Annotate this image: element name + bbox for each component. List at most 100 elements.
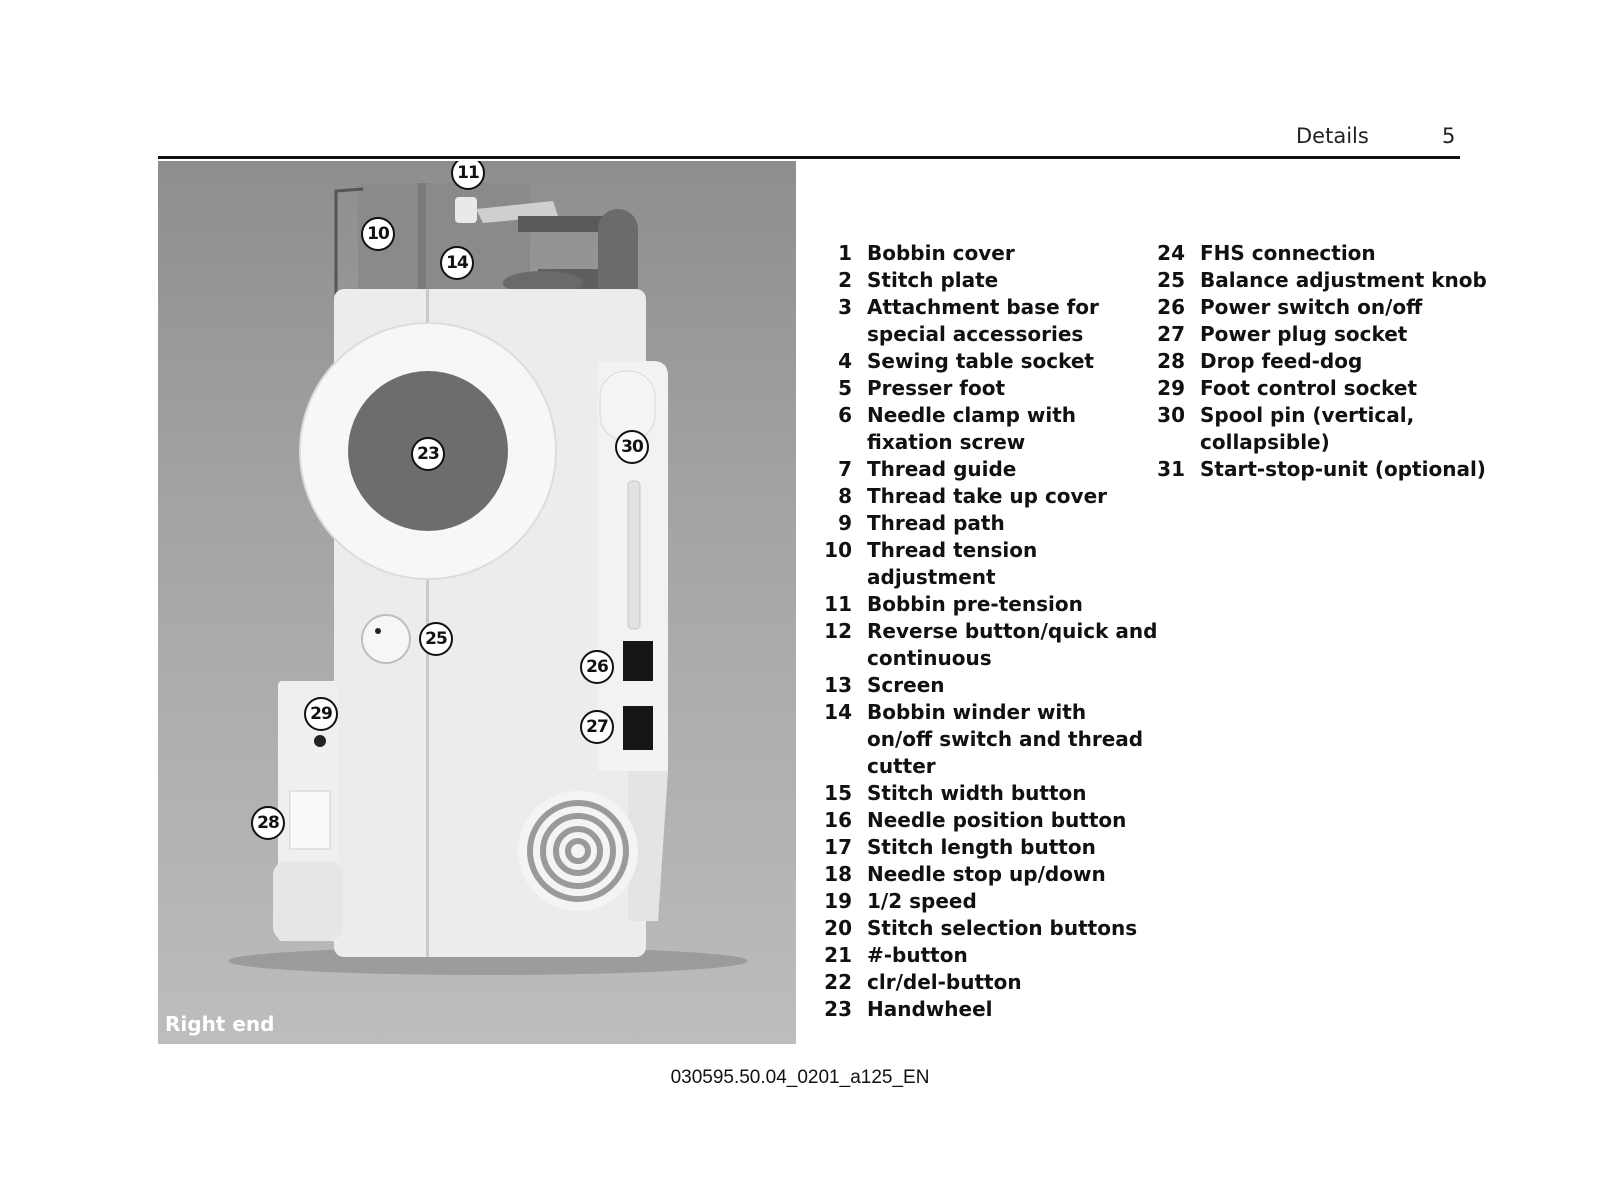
legend-number: 17 [824, 835, 852, 859]
legend-text: clr/del-button [867, 970, 1022, 994]
legend-text: Power plug socket [1200, 322, 1408, 346]
callout-10: 10 [361, 217, 395, 251]
legend-number: 27 [1157, 322, 1185, 346]
callout-27: 27 [580, 710, 614, 744]
legend-text: Bobbin winder with on/off switch and thr… [867, 700, 1144, 778]
legend-item: 21#-button [813, 942, 1157, 969]
callout-30: 30 [615, 430, 649, 464]
legend-text: Drop feed-dog [1200, 349, 1363, 373]
legend-text: Stitch selection buttons [867, 916, 1138, 940]
legend-text: Presser foot [867, 376, 1006, 400]
legend-text: Thread tension adjustment [867, 538, 1038, 589]
legend-item: 22 clr/del-button [813, 969, 1157, 996]
legend-number: 1 [838, 241, 852, 265]
legend-text: Needle position button [867, 808, 1127, 832]
legend-number: 31 [1157, 457, 1185, 481]
legend-number: 16 [824, 808, 852, 832]
legend-number: 29 [1157, 376, 1185, 400]
legend-item: 15 Stitch width button [813, 780, 1157, 807]
legend-item: 4 Sewing table socket [813, 348, 1157, 375]
callout-26: 26 [580, 650, 614, 684]
legend-item: 29 Foot control socket [1146, 375, 1487, 402]
legend-text: Attachment base for special accessories [867, 295, 1099, 346]
legend-number: 11 [824, 592, 852, 616]
legend-number: 23 [824, 997, 852, 1021]
legend-number: 3 [838, 295, 852, 319]
legend-number: 12 [824, 619, 852, 643]
legend-number: 7 [838, 457, 852, 481]
header-rule [158, 156, 1460, 159]
legend-number: 14 [824, 700, 852, 724]
legend-number: 22 [824, 970, 852, 994]
legend-text: Reverse button/quick and continuous [867, 619, 1158, 670]
legend-item: 23 Handwheel [813, 996, 1157, 1023]
legend-number: 5 [838, 376, 852, 400]
callout-29: 29 [304, 697, 338, 731]
machine-right-end-photo: 11 10 14 23 30 25 26 29 27 28 Right end [158, 161, 796, 1044]
legend-number: 28 [1157, 349, 1185, 373]
legend-number: 20 [824, 916, 852, 940]
legend-number: 15 [824, 781, 852, 805]
callout-23: 23 [411, 437, 445, 471]
legend-text: Power switch on/off [1200, 295, 1423, 319]
legend-number: 10 [824, 538, 852, 562]
legend-number: 4 [838, 349, 852, 373]
legend-number: 2 [838, 268, 852, 292]
legend-number: 26 [1157, 295, 1185, 319]
page-header-section: Details [1296, 124, 1369, 148]
legend-item: 26 Power switch on/off [1146, 294, 1487, 321]
legend-item: 28 Drop feed-dog [1146, 348, 1487, 375]
legend-text: Stitch length button [867, 835, 1096, 859]
figure-caption: Right end [165, 1012, 275, 1036]
legend-number: 18 [824, 862, 852, 886]
legend-text: FHS connection [1200, 241, 1376, 265]
legend-item: 10 Thread tension adjustment [813, 537, 1157, 591]
legend-text: Sewing table socket [867, 349, 1094, 373]
legend-text: Thread take up cover [867, 484, 1108, 508]
legend-left-column: 1 Bobbin cover 2 Stitch plate 3 Attachment … [813, 240, 1157, 1023]
legend-text: Start-stop-unit (optional) [1200, 457, 1486, 481]
callout-28: 28 [251, 806, 285, 840]
legend-number: 9 [838, 511, 852, 535]
sewing-machine-illustration [228, 183, 748, 975]
legend-text: Stitch plate [867, 268, 999, 292]
legend-text: Balance adjustment knob [1200, 268, 1487, 292]
legend-item: 5 Presser foot [813, 375, 1157, 402]
legend-item: 11 Bobbin pre-tension [813, 591, 1157, 618]
legend-number: 13 [824, 673, 852, 697]
legend-item: 18 Needle stop up/down [813, 861, 1157, 888]
legend-item: 25 Balance adjustment knob [1146, 267, 1487, 294]
legend-item: 1 Bobbin cover [813, 240, 1157, 267]
legend-text: Bobbin cover [867, 241, 1015, 265]
legend-item: 27 Power plug socket [1146, 321, 1487, 348]
legend-text: Needle stop up/down [867, 862, 1106, 886]
legend-text: Foot control socket [1200, 376, 1418, 400]
legend-item: 31 Start-stop-unit (optional) [1146, 456, 1487, 483]
legend-number: 25 [1157, 268, 1185, 292]
legend-item: 30 Spool pin (vertical, collapsible) [1146, 402, 1487, 456]
legend-text: Handwheel [867, 997, 993, 1021]
legend-item: 16 Needle position button [813, 807, 1157, 834]
legend-text: Needle clamp with fixation screw [867, 403, 1077, 454]
legend-item: 8 Thread take up cover [813, 483, 1157, 510]
page-number: 5 [1442, 124, 1456, 148]
legend-number: 8 [838, 484, 852, 508]
legend-item: 20 Stitch selection buttons [813, 915, 1157, 942]
legend-item: 12 Reverse button/quick and continuous [813, 618, 1157, 672]
legend-number: 30 [1157, 403, 1185, 427]
callout-14: 14 [440, 246, 474, 280]
legend-item: 2 Stitch plate [813, 267, 1157, 294]
legend-text: Stitch width button [867, 781, 1087, 805]
legend-text: 1/2 speed [867, 889, 977, 913]
legend-text: Bobbin pre-tension [867, 592, 1083, 616]
legend-number: 21 [824, 943, 852, 967]
legend-item: 3 Attachment base for special accessories [813, 294, 1157, 348]
legend-text: Spool pin (vertical, collapsible) [1200, 403, 1415, 454]
callout-11: 11 [451, 161, 485, 190]
